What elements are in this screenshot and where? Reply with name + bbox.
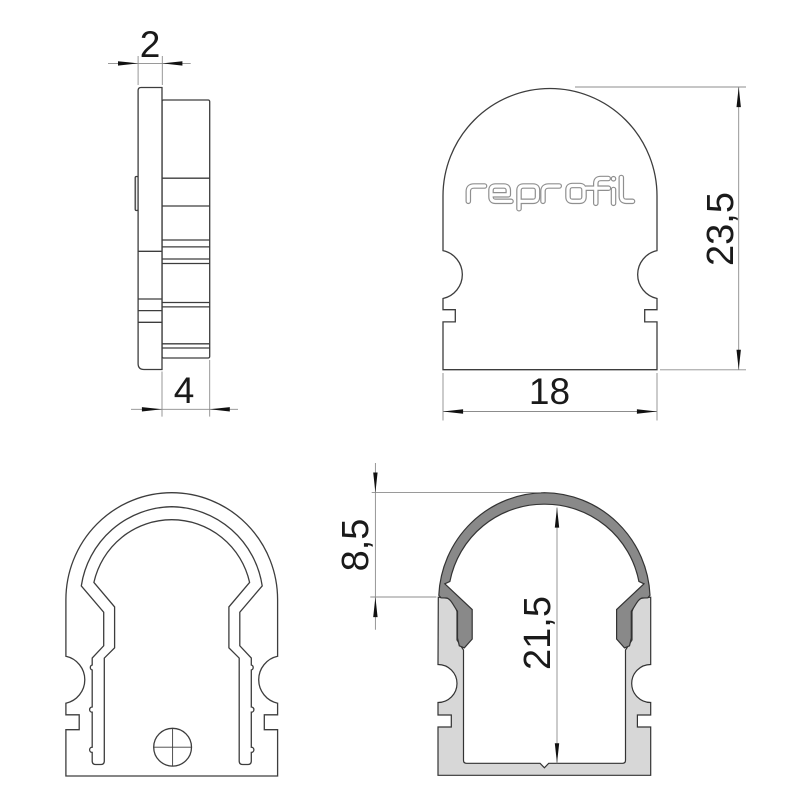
- svg-text:2: 2: [140, 24, 161, 65]
- svg-text:23,5: 23,5: [700, 192, 742, 266]
- svg-text:18: 18: [529, 371, 570, 412]
- svg-text:8,5: 8,5: [335, 519, 377, 572]
- svg-text:21,5: 21,5: [517, 596, 559, 670]
- svg-text:4: 4: [174, 370, 195, 411]
